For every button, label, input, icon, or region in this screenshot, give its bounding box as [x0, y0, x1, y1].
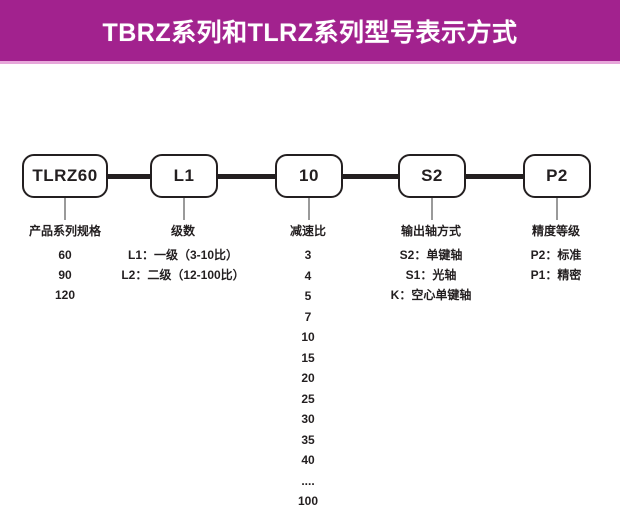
model-code-diagram: TLRZ60 L1 10 S2 P2 产品系列规格 60 90 120 级数 L…: [0, 64, 620, 508]
column-heading: 减速比: [289, 224, 326, 238]
drop-line-3: [308, 198, 310, 220]
column-value: 40: [301, 453, 315, 467]
drop-line-1: [64, 198, 66, 220]
column-value: S1：光轴: [405, 268, 457, 282]
connector-2: [218, 174, 275, 179]
column-value: S2：单键轴: [399, 248, 463, 262]
connector-1: [108, 174, 150, 179]
header-banner: TBRZ系列和TLRZ系列型号表示方式: [0, 0, 620, 61]
column-reduction-ratio: 减速比 3 4 5 7 10 15 20 25 30 35 40 .... 10…: [258, 222, 358, 512]
column-value: P1：精密: [530, 268, 582, 282]
column-value: 35: [301, 432, 315, 447]
banner-underline-divider: [0, 61, 620, 64]
column-value: 120: [54, 288, 76, 302]
drop-line-2: [183, 198, 185, 220]
code-box-stage-count[interactable]: L1: [150, 154, 218, 198]
column-value: 60: [58, 248, 72, 262]
column-value: ....: [301, 473, 315, 488]
column-value: 100: [297, 494, 319, 508]
column-value: 20: [301, 371, 315, 385]
code-box-label: P2: [546, 166, 568, 185]
column-value: 7: [304, 309, 312, 324]
drop-line-5: [556, 198, 558, 220]
column-heading: 级数: [170, 224, 195, 238]
column-value: 10: [301, 330, 315, 344]
column-value: 25: [301, 391, 315, 406]
column-value: 3: [304, 248, 312, 262]
column-value: 90: [58, 268, 72, 282]
column-heading: 精度等级: [531, 224, 580, 238]
code-box-reduction-ratio[interactable]: 10: [275, 154, 343, 198]
column-value: 15: [301, 350, 315, 365]
column-heading: 产品系列规格: [28, 224, 101, 238]
code-box-label: TLRZ60: [32, 166, 98, 185]
column-value: 5: [304, 289, 312, 303]
code-box-series-spec[interactable]: TLRZ60: [22, 154, 108, 198]
connector-3: [343, 174, 398, 179]
column-value: 30: [301, 412, 315, 426]
column-heading: 输出轴方式: [400, 224, 461, 238]
code-box-accuracy-grade[interactable]: P2: [523, 154, 591, 198]
column-series-spec: 产品系列规格 60 90 120: [5, 222, 125, 305]
column-value: 4: [304, 268, 312, 283]
column-value: P2：标准: [530, 248, 582, 262]
column-output-shaft-type: 输出轴方式 S2：单键轴 S1：光轴 K：空心单键轴: [371, 222, 491, 305]
drop-line-4: [431, 198, 433, 220]
code-box-label: S2: [421, 166, 443, 185]
column-value: L2：二级（12-100比）: [121, 268, 245, 282]
code-box-label: L1: [173, 166, 195, 185]
column-stage-count: 级数 L1：一级（3-10比） L2：二级（12-100比）: [103, 222, 263, 285]
column-value: L1：一级（3-10比）: [127, 248, 239, 262]
column-value: K：空心单键轴: [390, 288, 472, 302]
code-box-label: 10: [299, 166, 319, 185]
code-box-output-shaft-type[interactable]: S2: [398, 154, 466, 198]
page-title: TBRZ系列和TLRZ系列型号表示方式: [102, 18, 518, 47]
connector-4: [466, 174, 523, 179]
column-accuracy-grade: 精度等级 P2：标准 P1：精密: [496, 222, 616, 285]
